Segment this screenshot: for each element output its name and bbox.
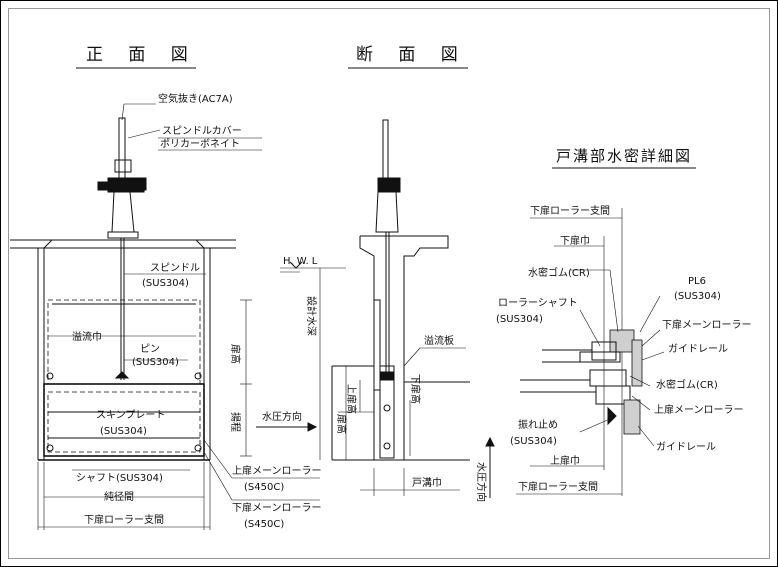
label-polycarbonate: ポリカーボネイト (160, 138, 240, 150)
label-section-gate-height: 扉高 (335, 414, 348, 434)
label-hwl: H. W. L (283, 256, 318, 267)
section-view (256, 119, 470, 496)
detail-view (485, 208, 665, 498)
label-spindle: スピンドル (150, 262, 200, 274)
label-skin-plate-material: (SUS304) (100, 426, 147, 437)
label-detail-roller-shaft-material: (SUS304) (496, 314, 543, 325)
label-upper-main-roller-material: (S450C) (244, 482, 284, 493)
lower-gate (43, 383, 205, 457)
roller-lower-right (194, 444, 202, 452)
label-overflow-width: 溢流巾 (72, 330, 102, 343)
title-front-view: 正 面 図 (86, 45, 198, 65)
roller-upper-right (194, 372, 202, 380)
label-upper-main-roller: 上扉メーンローラー (232, 464, 322, 477)
label-detail-lower-width: 下扉巾 (560, 234, 590, 247)
section-operator (377, 177, 401, 193)
pedestal (111, 191, 135, 233)
section-upper-gate (373, 299, 381, 391)
label-lift: 揚程 (229, 412, 242, 432)
label-air-vent: 空気抜き(AC7A) (158, 92, 233, 105)
label-water-pressure-section: 水圧方向 (262, 410, 302, 423)
label-detail-pl6: PL6 (688, 276, 706, 287)
label-detail-upper-width: 上扉巾 (550, 454, 580, 467)
label-detail-roller-shaft: ローラーシャフト (498, 297, 578, 309)
handle-left (97, 181, 109, 191)
front-view (10, 103, 320, 530)
seal-rubber-detail (589, 369, 627, 387)
pedestal-base (107, 231, 139, 239)
label-shaft: シャフト(SUS304) (76, 473, 163, 484)
handle-right (135, 177, 147, 191)
roller-lower-left (46, 444, 54, 452)
roller-upper-gate (595, 385, 631, 405)
embedded-frame (631, 339, 643, 387)
title-detail-view: 戸溝部水密詳細図 (556, 147, 692, 165)
label-detail-water-pressure: 水圧方向 (475, 462, 488, 502)
label-overflow-plate: 溢流板 (424, 334, 454, 347)
label-detail-anti-sway: 振れ止め (518, 418, 558, 431)
label-design-depth: 設計水深 (305, 296, 318, 336)
label-detail-seal-rubber-1: 水密ゴム(CR) (528, 266, 590, 279)
label-lower-main-roller: 下扉メーンローラー (232, 501, 322, 514)
label-detail-lower-roller-span-bottom: 下扉ローラー支間 (518, 480, 598, 493)
label-pin: ピン (140, 343, 160, 355)
guide-rail-lower (623, 399, 641, 435)
label-gate-height: 扉高 (229, 344, 242, 364)
label-detail-seal-rubber-2: 水密ゴム(CR) (656, 378, 718, 391)
label-spindle-cover: スピンドルカバー (162, 125, 242, 137)
roller-lower-gate (591, 341, 617, 361)
label-detail-lower-roller-span-top: 下扉ローラー支間 (530, 204, 610, 217)
label-lower-gate-height: 下扉高 (409, 374, 422, 404)
section-lower-gate (379, 365, 395, 459)
section-walkway (360, 235, 449, 460)
roller-upper-left (46, 372, 54, 380)
label-groove-width: 戸溝巾 (412, 476, 442, 489)
label-lower-roller-span: 下扉ローラー支間 (84, 513, 164, 526)
spindle-cover-base (114, 159, 132, 173)
spindle-cover (118, 117, 126, 179)
label-detail-lower-main-roller: 下扉メーンローラー (662, 318, 752, 331)
label-clear-span: 純径間 (104, 490, 134, 503)
label-upper-gate-height: 上扉高 (345, 384, 358, 414)
top-right-wall (194, 239, 236, 249)
label-skin-plate: スキンプレート (96, 409, 165, 421)
guide-rail-upper (609, 329, 635, 353)
pin-bracket (114, 371, 130, 379)
section-pedestal (375, 191, 399, 233)
label-detail-pl6-material: (SUS304) (674, 291, 721, 302)
section-spindle-cover (382, 119, 389, 181)
label-detail-upper-main-roller: 上扉メーンローラー (654, 403, 744, 416)
drawing-border (8, 8, 770, 559)
label-detail-anti-sway-material: (SUS304) (510, 436, 557, 447)
label-detail-guide-rail-1: ガイドレール (668, 343, 728, 355)
label-detail-guide-rail-2: ガイドレール (656, 441, 716, 453)
label-spindle-material: (SUS304) (142, 278, 189, 289)
title-section-view: 断 面 図 (356, 45, 468, 65)
label-lower-main-roller-material: (S450C) (244, 519, 284, 530)
label-pin-material: (SUS304) (132, 357, 179, 368)
top-left-wall (10, 239, 54, 249)
